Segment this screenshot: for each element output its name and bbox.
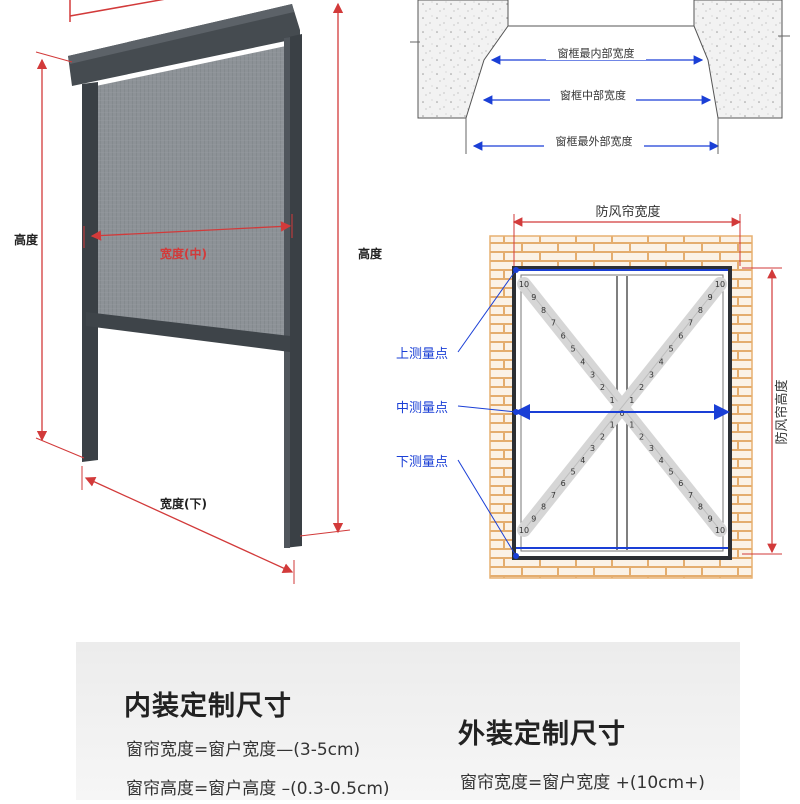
ruler-tick-label: 1 (610, 421, 615, 430)
ruler-tick-label: 9 (708, 514, 713, 523)
ruler-tick-label: 3 (590, 370, 595, 379)
ruler-tick-label: 4 (659, 456, 664, 465)
outer-install-title: 外装定制尺寸 (458, 719, 626, 750)
ruler-tick-label: 1 (629, 396, 634, 405)
ruler-tick-label: 9 (531, 293, 536, 302)
ruler-tick-label: 9 (531, 514, 536, 523)
ruler-tick-label: 5 (668, 468, 673, 477)
ruler-tick-label: 3 (649, 370, 654, 379)
ruler-tick-label: 8 (698, 306, 703, 315)
ruler-tick-label: 4 (580, 357, 585, 366)
width-bottom-label: 宽度(下) (159, 496, 207, 511)
ruler-tick-label: 10 (519, 280, 529, 289)
ruler-tick-label: 4 (659, 357, 664, 366)
custom-size-panel (76, 642, 740, 800)
ruler-tick-label: 2 (600, 383, 605, 392)
ruler-tick-label: 5 (668, 345, 673, 354)
inner-width-formula: 窗帘宽度=窗户宽度—(3-5cm) (126, 740, 361, 760)
outer-width-formula: 窗帘宽度=窗户宽度 +(10cm+) (460, 773, 705, 793)
ruler-tick-label: 2 (639, 383, 644, 392)
inner-height-formula: 窗帘高度=窗户高度 –(0.3-0.5cm) (126, 779, 390, 799)
ruler-tick-label: 5 (570, 345, 575, 354)
ruler-tick-label: 7 (688, 491, 693, 500)
cassette-box (68, 4, 300, 86)
bottom-bar (86, 312, 290, 352)
ruler-tick-label: 3 (590, 444, 595, 453)
bottom-width-arrow (84, 477, 294, 573)
height-label-left: 高度 (14, 232, 39, 247)
ruler-tick-label: 10 (715, 280, 725, 289)
frame-inner-label: 窗框最内部宽度 (558, 46, 635, 60)
ruler-tick-label: 5 (570, 468, 575, 477)
frame-outer-label: 窗框最外部宽度 (556, 134, 633, 148)
ruler-tick-label: 7 (688, 319, 693, 328)
screen-illustration: 高度 高度 宽度(中) 宽度(下) (14, 0, 383, 584)
ruler-tick-label: 0 (619, 409, 624, 418)
curtain-height-label: 防风帘高度 (774, 379, 790, 444)
frame-section-diagram: 窗框最内部宽度 窗框中部宽度 窗框最外部宽度 (410, 0, 790, 154)
ruler-tick-label: 10 (519, 526, 529, 535)
ruler-tick-label: 3 (649, 444, 654, 453)
ruler-tick-label: 9 (708, 293, 713, 302)
ruler-tick-label: 4 (580, 456, 585, 465)
ruler-tick-label: 6 (561, 479, 566, 488)
left-guide-rail (82, 82, 98, 462)
window-measure-diagram: 1098765432101098765432110987654321010987… (396, 204, 790, 579)
width-middle-label: 宽度(中) (159, 246, 207, 261)
ruler-tick-label: 2 (639, 432, 644, 441)
middle-width-arrow (90, 221, 292, 241)
wall-left (417, 0, 509, 119)
height-label-right: 高度 (358, 246, 383, 261)
ruler-tick-label: 7 (551, 491, 556, 500)
middle-point-label: 中测量点 (396, 401, 448, 416)
frame-middle-label: 窗框中部宽度 (560, 88, 626, 102)
top-point-label: 上测量点 (396, 347, 448, 362)
ruler-tick-label: 8 (541, 306, 546, 315)
ruler-tick-label: 1 (610, 396, 615, 405)
ruler-tick-label: 8 (541, 503, 546, 512)
curtain-width-label: 防风帘宽度 (595, 204, 660, 220)
bottom-point-label: 下测量点 (396, 455, 448, 470)
ruler-tick-label: 1 (629, 421, 634, 430)
ruler-tick-label: 6 (678, 332, 683, 341)
mesh-screen (96, 46, 286, 340)
ruler-tick-label: 2 (600, 432, 605, 441)
inner-install-title: 内装定制尺寸 (124, 691, 292, 722)
ruler-tick-label: 6 (561, 332, 566, 341)
ruler-tick-label: 7 (551, 319, 556, 328)
ruler-tick-label: 10 (715, 526, 725, 535)
ruler-tick-label: 8 (698, 503, 703, 512)
ruler-tick-label: 6 (678, 479, 683, 488)
top-width-arrow (69, 0, 165, 17)
